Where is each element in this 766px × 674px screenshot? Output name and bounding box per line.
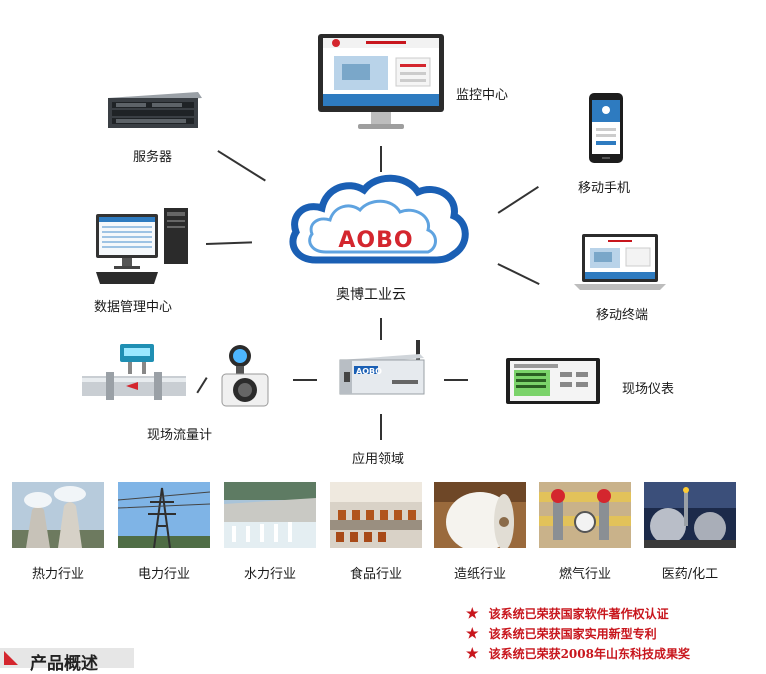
triangle-marker-icon	[4, 651, 18, 665]
server-label: 服务器	[133, 150, 173, 165]
award-text-3: 该系统已荣获2008年山东科技成果奖	[488, 647, 690, 661]
field-instrument-icon	[506, 358, 600, 404]
monitor-label: 监控中心	[456, 88, 509, 103]
industry-image-paper	[434, 482, 526, 548]
modem-icon	[339, 340, 425, 395]
award-1: ★ 该系统已荣获国家软件著作权认证	[466, 605, 669, 622]
cloud-brand: AOBO	[338, 228, 414, 253]
industry-image-heat	[12, 482, 104, 548]
award-text-2: 该系统已荣获国家实用新型专利	[488, 627, 657, 641]
terminal-label: 移动终端	[596, 308, 649, 323]
industry-label-heat: 热力行业	[31, 567, 84, 582]
applications-label: 应用领域	[352, 452, 405, 467]
industry-label-paper: 造纸行业	[453, 567, 506, 582]
industry-label-gas: 燃气行业	[558, 567, 611, 582]
connector-server	[217, 150, 266, 182]
industry-image-power	[118, 482, 210, 548]
award-2: ★ 该系统已荣获国家实用新型专利	[466, 625, 657, 642]
connector-mobile	[497, 185, 539, 214]
award-3: ★ 该系统已荣获2008年山东科技成果奖	[466, 645, 690, 662]
industry-image-water	[224, 482, 316, 548]
cloud-label: 奥博工业云	[336, 287, 406, 303]
server-icon	[108, 92, 202, 128]
section-title: 产品概述	[30, 654, 98, 674]
connector-flowmeter	[293, 379, 317, 381]
mobile-phone-icon	[589, 93, 623, 163]
flowmeter-label: 现场流量计	[147, 428, 213, 443]
laptop-icon	[574, 234, 666, 290]
data-center-icon	[96, 208, 188, 284]
award-text-1: 该系统已荣获国家软件著作权认证	[488, 607, 669, 621]
industry-label-food: 食品行业	[349, 567, 402, 582]
mobile-label: 移动手机	[578, 181, 631, 196]
industry-label-water: 水力行业	[243, 567, 296, 582]
field-instrument-label: 现场仪表	[622, 382, 675, 397]
section-header: 产品概述	[0, 648, 134, 674]
pipe-flowmeter-icon	[82, 344, 186, 400]
industry-image-food	[330, 482, 422, 548]
star-icon: ★	[466, 646, 479, 662]
connector-monitor	[380, 146, 382, 172]
connector-data-center	[205, 241, 252, 245]
industry-label-chemical: 医药/化工	[661, 567, 719, 582]
cloud-icon	[289, 174, 469, 264]
industry-image-gas	[539, 482, 631, 548]
connector-flow-pipes	[196, 377, 208, 394]
industry-label-power: 电力行业	[137, 567, 190, 582]
connector-instrument	[444, 379, 468, 381]
flowmeter-icon	[221, 345, 269, 407]
monitor-icon	[318, 34, 444, 129]
connector-terminal	[497, 263, 540, 285]
data-center-label: 数据管理中心	[94, 300, 173, 315]
connector-cloud-modem	[380, 318, 382, 340]
industry-image-chemical	[644, 482, 736, 548]
star-icon: ★	[466, 626, 479, 642]
modem-brand: AOBO	[356, 367, 382, 376]
star-icon: ★	[466, 606, 479, 622]
connector-applications	[380, 414, 382, 440]
